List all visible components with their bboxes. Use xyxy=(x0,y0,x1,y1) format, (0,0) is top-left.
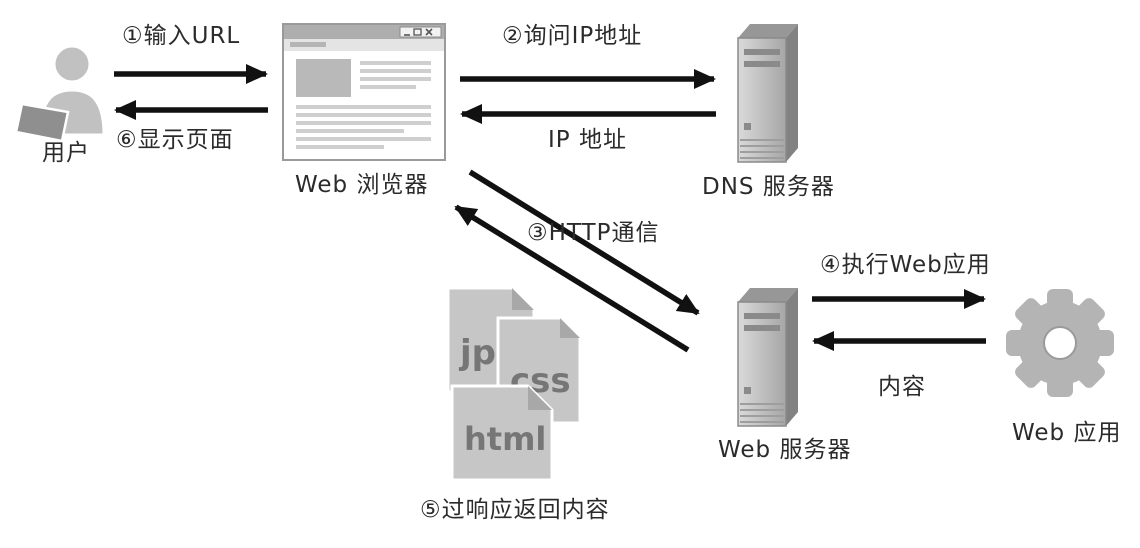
laptop-icon xyxy=(14,102,70,143)
gear-icon xyxy=(1006,289,1114,397)
user-head xyxy=(52,44,92,84)
label-step3-http: ③HTTP通信 xyxy=(527,220,660,246)
user-icon xyxy=(14,44,106,143)
label-dns-server: DNS 服务器 xyxy=(702,174,835,200)
label-step4-return-content: 内容 xyxy=(878,374,926,400)
arrow-step3-http-response xyxy=(454,204,690,353)
file-html-icon: html xyxy=(450,384,554,482)
label-step1-input-url: ①输入URL xyxy=(122,23,241,49)
gear-hole xyxy=(1043,326,1077,360)
label-step5-return-content: ⑤过响应返回内容 xyxy=(420,497,610,523)
browser-window-icon xyxy=(282,23,446,161)
label-step6-display-page: ⑥显示页面 xyxy=(116,127,234,153)
file-stack-icon: jpg css html xyxy=(446,286,582,482)
label-user: 用户 xyxy=(42,140,90,166)
close-icon xyxy=(425,28,433,36)
label-step4-run-webapp: ④执行Web应用 xyxy=(820,252,991,278)
label-web-server: Web 服务器 xyxy=(718,437,852,463)
label-web-app: Web 应用 xyxy=(1012,420,1122,446)
maximize-icon xyxy=(413,28,422,36)
arrow-step3-http-request xyxy=(468,169,700,316)
label-step2-query-ip: ②询问IP地址 xyxy=(502,23,643,49)
label-step2-return-ip: IP 地址 xyxy=(548,127,627,153)
browser-text-lines xyxy=(296,61,431,149)
file-html-label: html xyxy=(464,420,546,458)
dns-server-icon xyxy=(737,23,799,163)
web-server-icon xyxy=(737,287,799,427)
label-browser: Web 浏览器 xyxy=(295,172,429,198)
browser-image-placeholder xyxy=(296,59,351,97)
